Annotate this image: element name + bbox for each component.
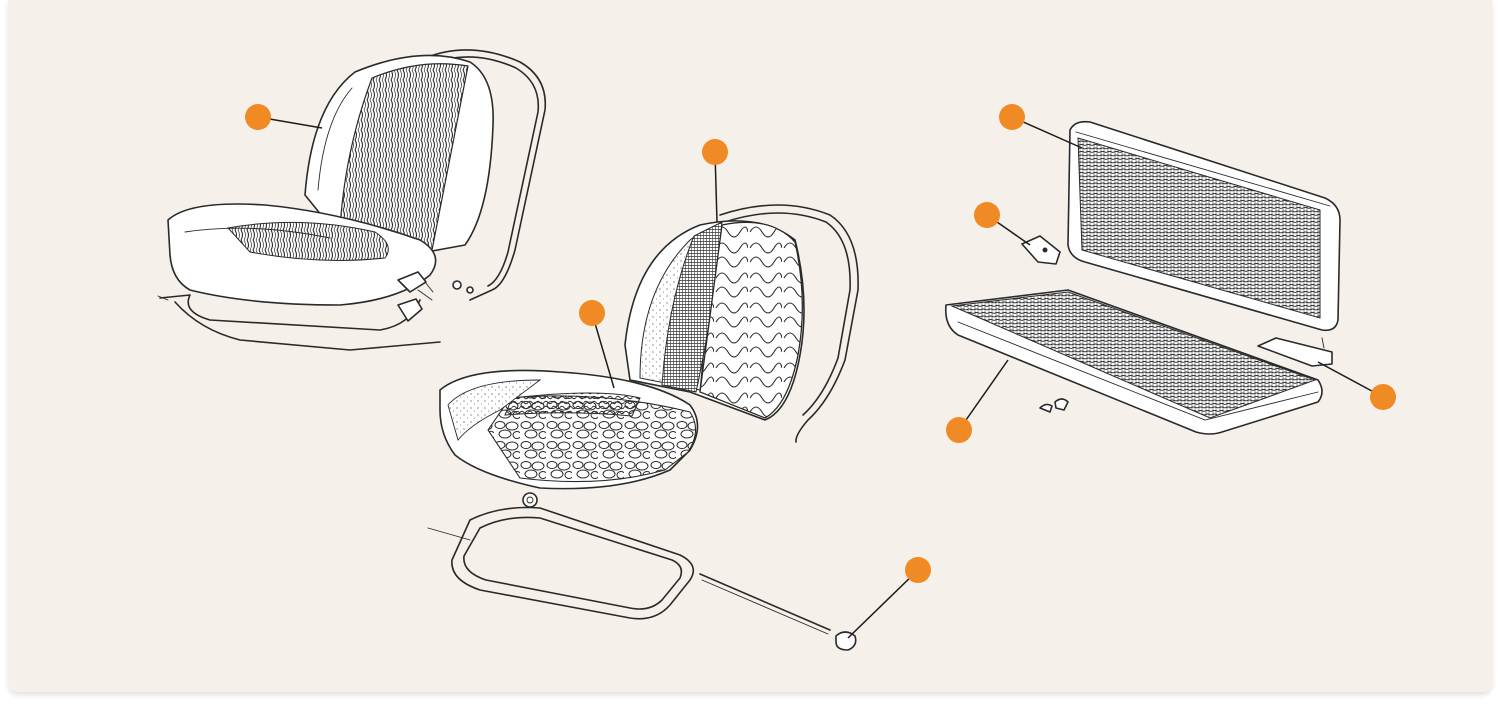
leader-line: [958, 359, 1009, 431]
hotspot-rear-backrest[interactable]: [999, 104, 1025, 130]
hotspot-backrest-frame[interactable]: [702, 139, 728, 165]
leader-line: [591, 312, 615, 389]
hotspot-seat-base-nut[interactable]: [905, 557, 931, 583]
seat-parts-diagram: [8, 0, 1492, 692]
hotspot-layer: [245, 104, 1396, 639]
front-seat-exploded: [427, 204, 859, 651]
hotspot-seat-cushion[interactable]: [579, 300, 605, 326]
leader-line: [847, 569, 919, 639]
hotspot-front-seat-backrest[interactable]: [245, 104, 271, 130]
rear-seat: [944, 120, 1341, 435]
diagram-canvas: [8, 0, 1492, 692]
hotspot-rear-seat-cushion[interactable]: [946, 417, 972, 443]
front-seat-assembled: [157, 49, 547, 351]
hotspot-rear-hinge-left[interactable]: [974, 202, 1000, 228]
hotspot-rear-hinge-right[interactable]: [1370, 384, 1396, 410]
